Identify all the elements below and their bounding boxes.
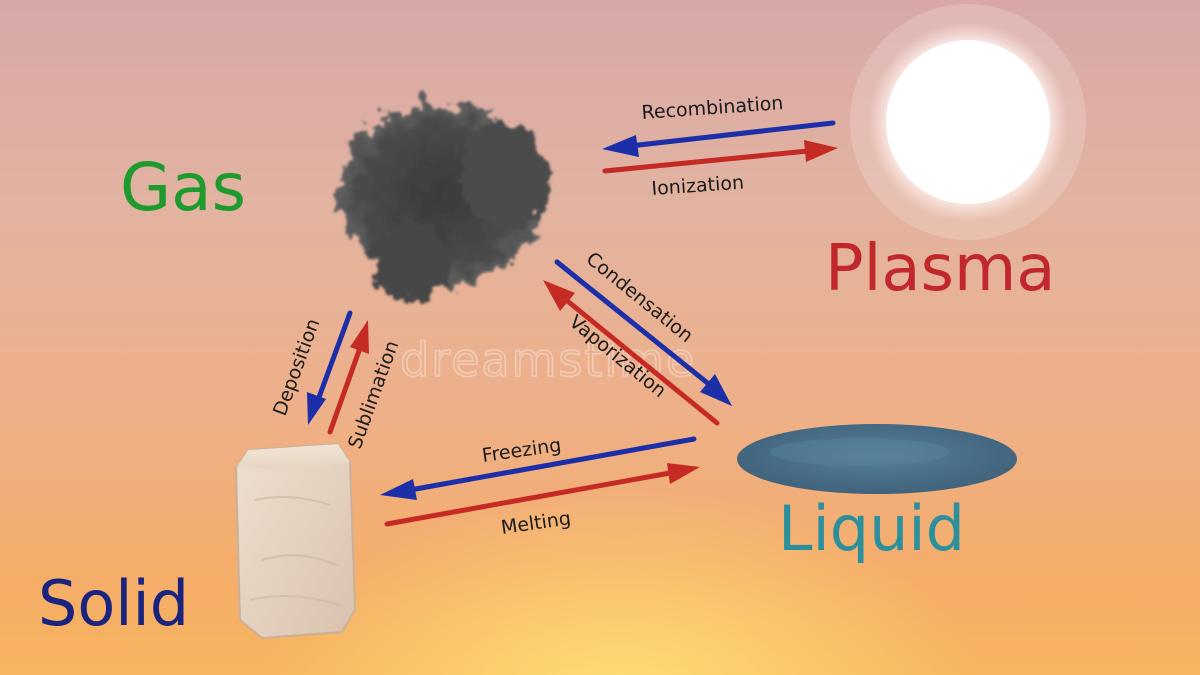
- ionization-arrow: [602, 148, 811, 174]
- glowing-orb-icon: [850, 4, 1086, 240]
- sublimation-arrow: [327, 345, 363, 435]
- vaporization-arrow: [562, 296, 720, 426]
- freezing-label: Freezing: [481, 434, 563, 467]
- watermark-text: dreamstime: [400, 333, 696, 387]
- gas-label: Gas: [120, 149, 246, 226]
- ionization-label: Ionization: [651, 172, 745, 200]
- ionization-arrowhead: [804, 140, 838, 162]
- melting-label: Melting: [500, 507, 573, 539]
- solid-label: Solid: [38, 567, 189, 640]
- vaporization-arrowhead: [543, 280, 575, 311]
- recombination-label: Recombination: [641, 92, 784, 124]
- liquid-label: Liquid: [778, 492, 965, 565]
- sublimation-arrowhead: [350, 320, 369, 354]
- plasma-label: Plasma: [825, 232, 1056, 306]
- recombination-arrow: [627, 120, 836, 149]
- puddle-icon: [737, 424, 1017, 494]
- condensation-arrow: [554, 259, 713, 388]
- recombination-arrowhead: [602, 135, 639, 157]
- melting-arrowhead: [667, 463, 700, 484]
- smoke-cloud-icon: [338, 103, 550, 302]
- melting-arrow: [384, 470, 673, 527]
- condensation-arrowhead: [700, 374, 732, 406]
- freezing-arrow: [407, 436, 697, 493]
- deposition-arrowhead: [307, 392, 326, 425]
- freezing-arrowhead: [380, 479, 417, 500]
- sublimation-label: Sublimation: [344, 338, 403, 452]
- deposition-arrow: [315, 310, 353, 403]
- block-icon: [234, 442, 357, 640]
- transition-arrows: [307, 120, 838, 527]
